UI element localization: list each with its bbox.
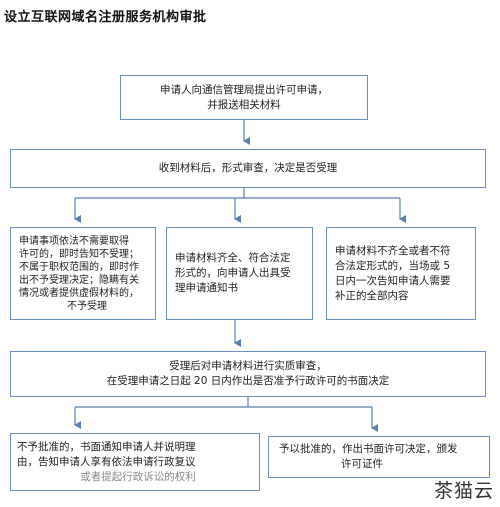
node-reject-line-6: 不予受理 bbox=[67, 300, 107, 312]
node-deny: 不予批准的，书面通知申请人并说明理 由，告知申请人享有依法申请行政复议 或者提起… bbox=[10, 433, 260, 491]
node-deny-line-3: 或者提起行政诉讼的权利 bbox=[80, 470, 196, 483]
node-substantive: 受理后对申请材料进行实质审查， 在受理申请之日起 20 日内作出是否准予行政许可… bbox=[10, 351, 486, 397]
page-title: 设立互联网域名注册服务机构审批 bbox=[4, 10, 207, 25]
node-reject-line-2: 许可的，即时告知不受理； bbox=[19, 248, 139, 260]
node-deny-line-1: 不予批准的，书面通知申请人并说明理 bbox=[17, 440, 196, 453]
node-reject-line-5: 情况或者提供虚假材料的， bbox=[19, 287, 139, 299]
node-accept: 申请材料齐全、符合法定 形式的，向申请人出具受 理申请通知书 bbox=[166, 227, 313, 320]
node-deny-line-2: 由，告知申请人享有依法申请行政复议 bbox=[17, 455, 196, 468]
node-apply-line-2: 并报送相关材料 bbox=[207, 98, 281, 111]
node-accept-line-2: 形式的，向申请人出具受 bbox=[175, 267, 291, 279]
node-approve-line-1: 予以批准的，作出书面许可决定，颁发 bbox=[279, 443, 458, 455]
node-apply: 申请人向通信管理局提出许可申请， 并报送相关材料 bbox=[120, 75, 368, 120]
node-review-line-1: 收到材料后，形式审查，决定是否受理 bbox=[158, 162, 338, 174]
node-approve-line-2: 许可证件 bbox=[341, 458, 383, 470]
node-reject-line-4: 出不予受理决定；隐瞒有关 bbox=[19, 274, 139, 286]
node-substantive-line-1: 受理后对申请材料进行实质审查， bbox=[169, 360, 327, 372]
node-review: 收到材料后，形式审查，决定是否受理 bbox=[10, 149, 486, 188]
node-incomplete-line-2: 合法定形式的，当场或 5 bbox=[335, 259, 451, 272]
node-incomplete: 申请材料不齐全或者不符 合法定形式的，当场或 5 日内一次告知申请人需要 补正的… bbox=[326, 227, 476, 320]
node-reject: 申请事项依法不需要取得 许可的，即时告知不受理； 不属于职权范围的，即时作 出不… bbox=[10, 227, 156, 320]
node-accept-line-1: 申请材料齐全、符合法定 bbox=[175, 252, 291, 264]
node-incomplete-line-1: 申请材料不齐全或者不符 bbox=[335, 244, 451, 257]
node-approve: 予以批准的，作出书面许可决定，颁发 许可证件 bbox=[268, 436, 490, 478]
node-reject-line-1: 申请事项依法不需要取得 bbox=[19, 235, 129, 247]
node-accept-line-3: 理申请通知书 bbox=[175, 282, 238, 294]
node-incomplete-line-4: 补正的全部内容 bbox=[335, 289, 409, 302]
node-reject-line-3: 不属于职权范围的，即时作 bbox=[19, 261, 139, 273]
watermark-text: 茶猫云 bbox=[433, 480, 494, 502]
node-apply-line-1: 申请人向通信管理局提出许可申请， bbox=[160, 83, 328, 96]
node-substantive-line-2: 在受理申请之日起 20 日内作出是否准予行政许可的书面决定 bbox=[106, 375, 390, 387]
node-incomplete-line-3: 日内一次告知申请人需要 bbox=[335, 274, 451, 287]
